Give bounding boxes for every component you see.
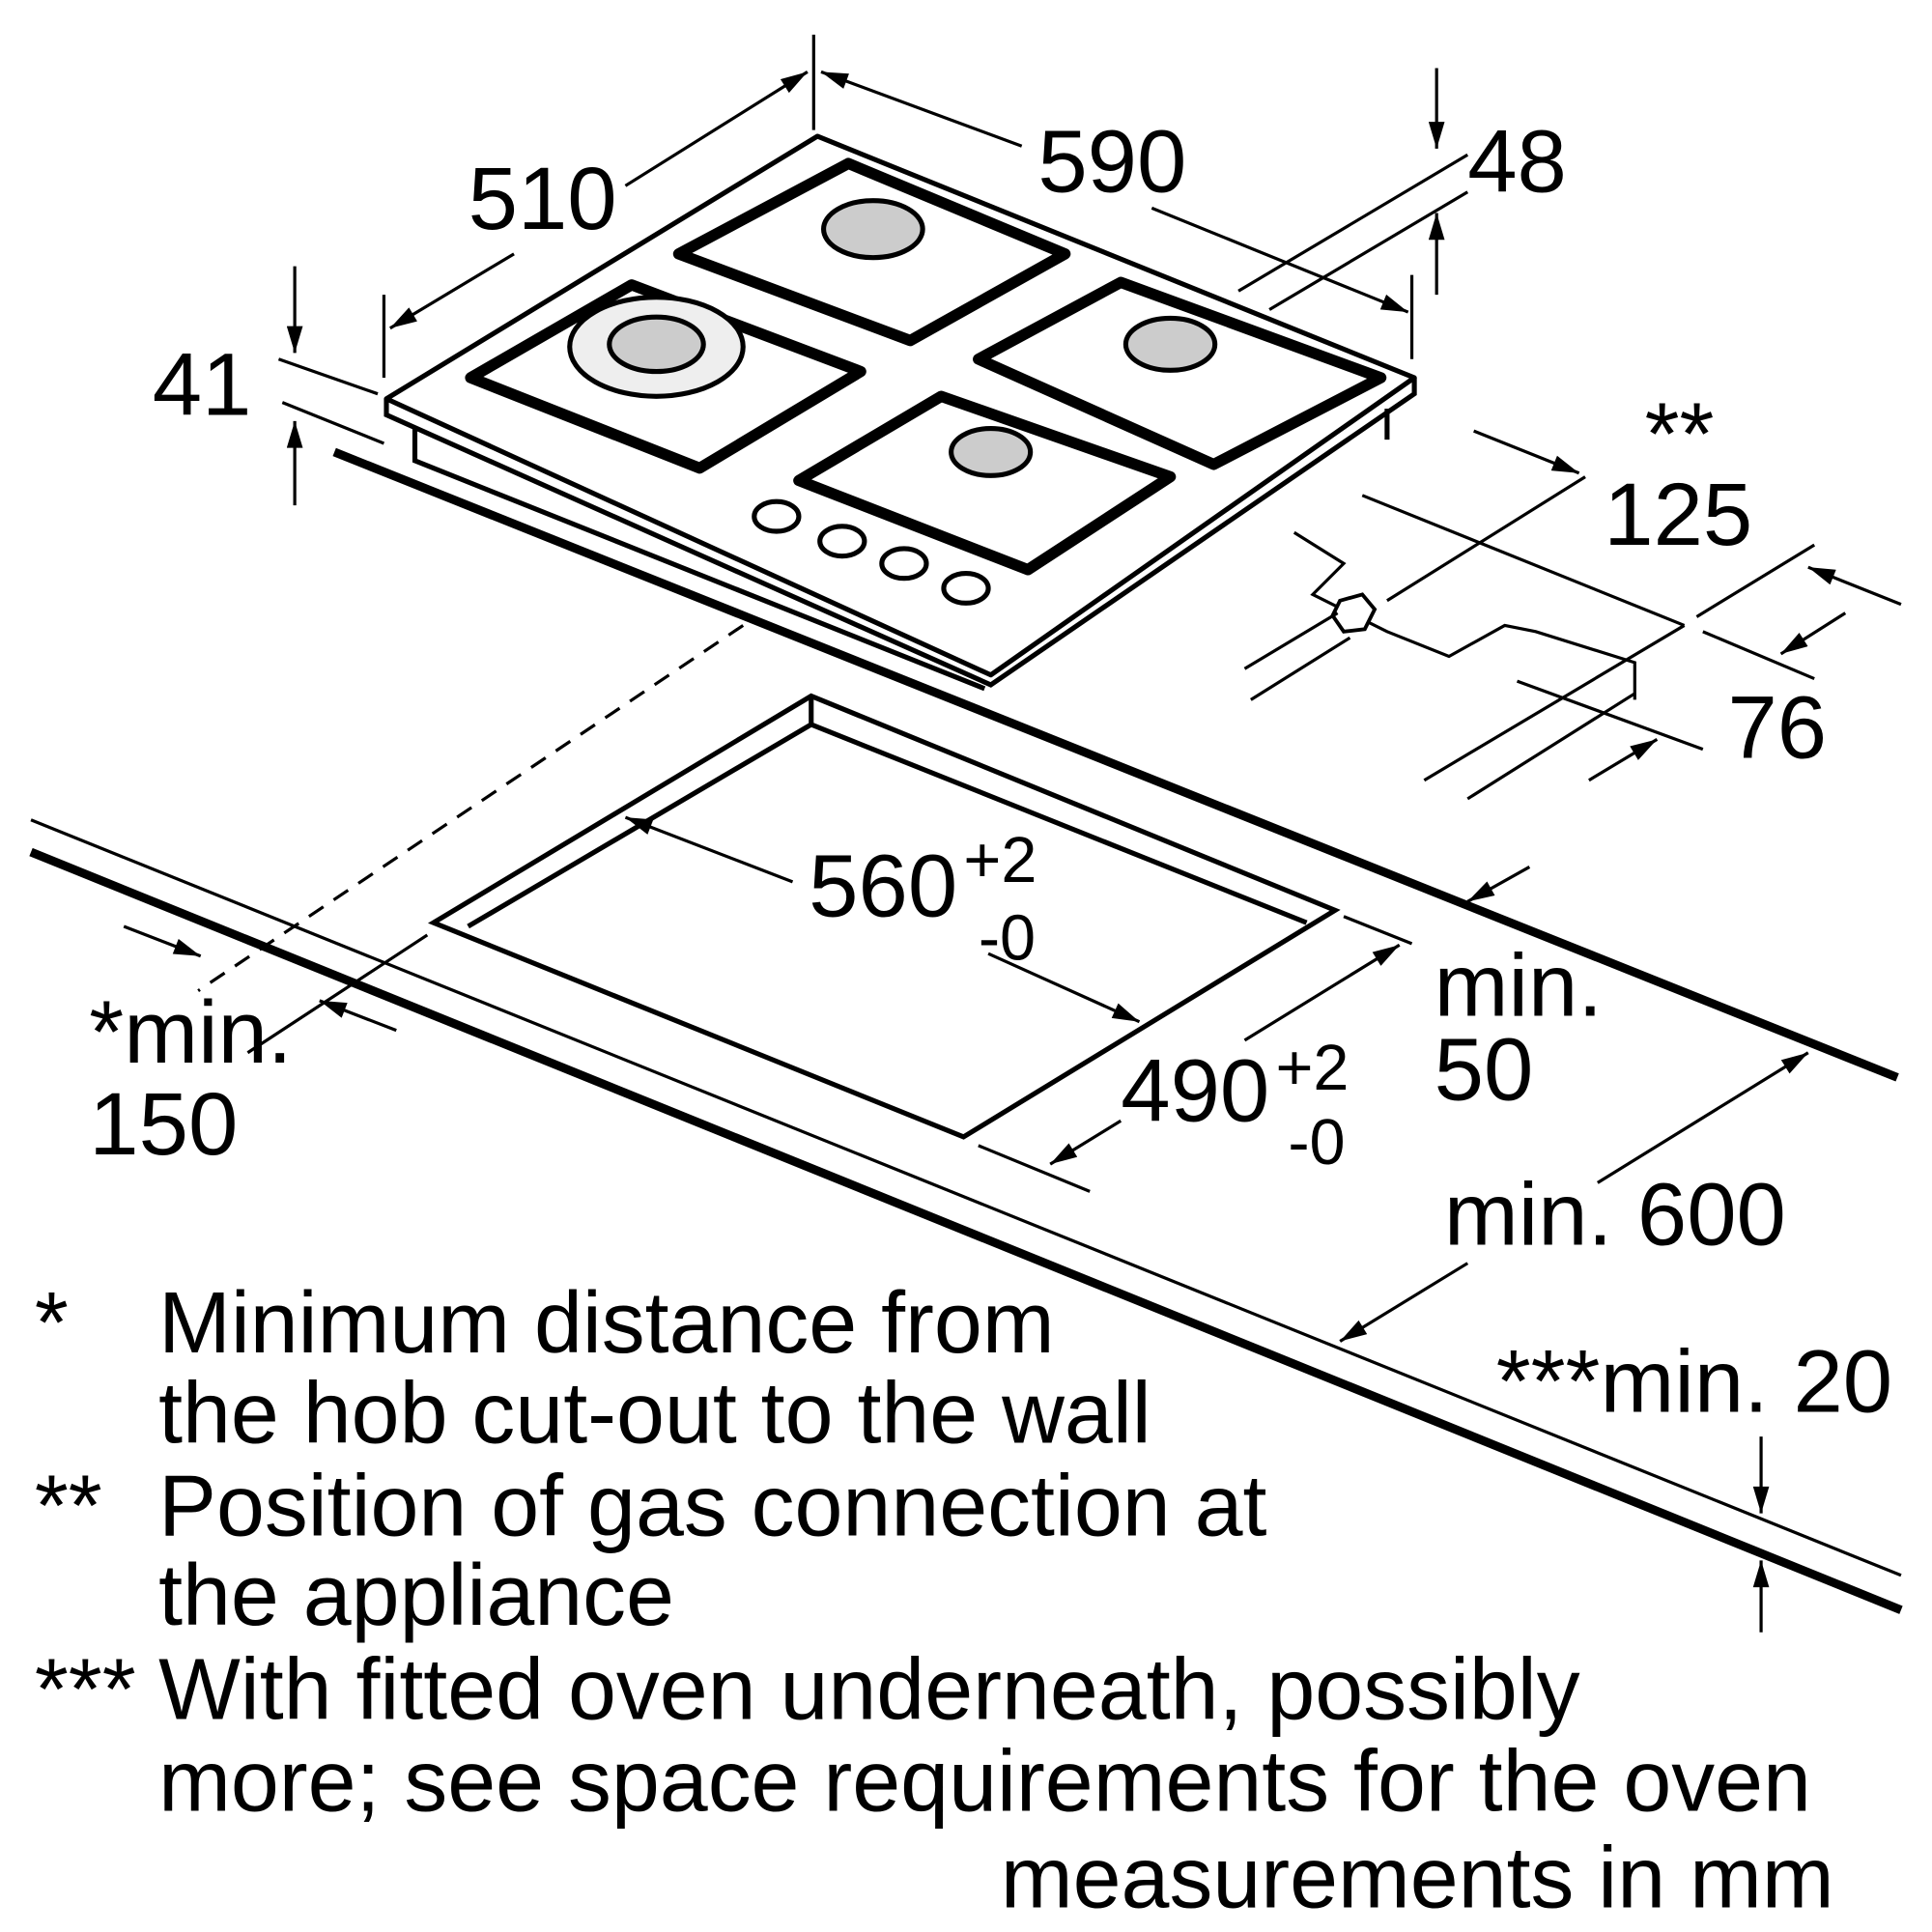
min-wall-label: *min. <box>89 981 292 1082</box>
burner-back <box>821 198 925 261</box>
countertop <box>29 447 1903 1614</box>
grate-back <box>672 157 1071 347</box>
tolerance-plus: +2 <box>1276 1033 1350 1104</box>
dim-height-back: 48 <box>1467 111 1567 212</box>
min-thickness: ***min. 20 <box>1496 1331 1892 1432</box>
tolerance-minus: -0 <box>979 903 1036 975</box>
gas-connection <box>1243 530 1636 701</box>
footnote-mark: *** <box>35 1641 136 1738</box>
dim-width: 590 <box>1037 111 1186 212</box>
tolerance-minus: -0 <box>1288 1107 1345 1179</box>
burner-front <box>949 426 1034 478</box>
footnote-mark: ** <box>35 1459 102 1555</box>
grate-right <box>973 276 1387 470</box>
min-back-label: min. <box>1435 934 1603 1035</box>
burner-right <box>1122 315 1218 373</box>
footnote-line: more; see space requirements for the ove… <box>158 1733 1811 1830</box>
grate-front <box>793 390 1177 576</box>
gas-hob <box>384 133 1417 692</box>
dim-gas-offset: 125 <box>1604 464 1752 564</box>
hob-cutout <box>427 693 1341 1140</box>
min-counter-depth: min. 600 <box>1444 1163 1786 1264</box>
grate-left <box>465 279 867 474</box>
gas-mark: ** <box>1645 384 1715 484</box>
dim-cutout-depth: 490 <box>1121 1039 1269 1140</box>
min-wall-value: 150 <box>89 1073 238 1174</box>
footnote-line: Minimum distance from <box>158 1275 1055 1372</box>
tolerance-plus: +2 <box>963 825 1037 896</box>
footnote-line: the hob cut-out to the wall <box>158 1366 1151 1463</box>
control-knobs <box>752 498 991 606</box>
dim-depth: 510 <box>469 148 617 248</box>
dim-height-front: 41 <box>153 333 252 434</box>
units-note: measurements in mm <box>1001 1830 1834 1926</box>
min-back-value: 50 <box>1435 1018 1534 1119</box>
footnote-line: With fitted oven underneath, possibly <box>158 1641 1580 1738</box>
dim-cutout-width: 560 <box>809 836 957 936</box>
dim-gas-depth: 76 <box>1727 677 1827 778</box>
dimension-lines <box>123 34 1902 1633</box>
footnote-line: Position of gas connection at <box>158 1459 1266 1555</box>
footnote-line: the appliance <box>158 1548 674 1644</box>
footnote-mark: * <box>35 1275 69 1372</box>
footnotes: * Minimum distance from the hob cut-out … <box>35 1275 1834 1926</box>
burner-wok-cap <box>607 314 706 375</box>
